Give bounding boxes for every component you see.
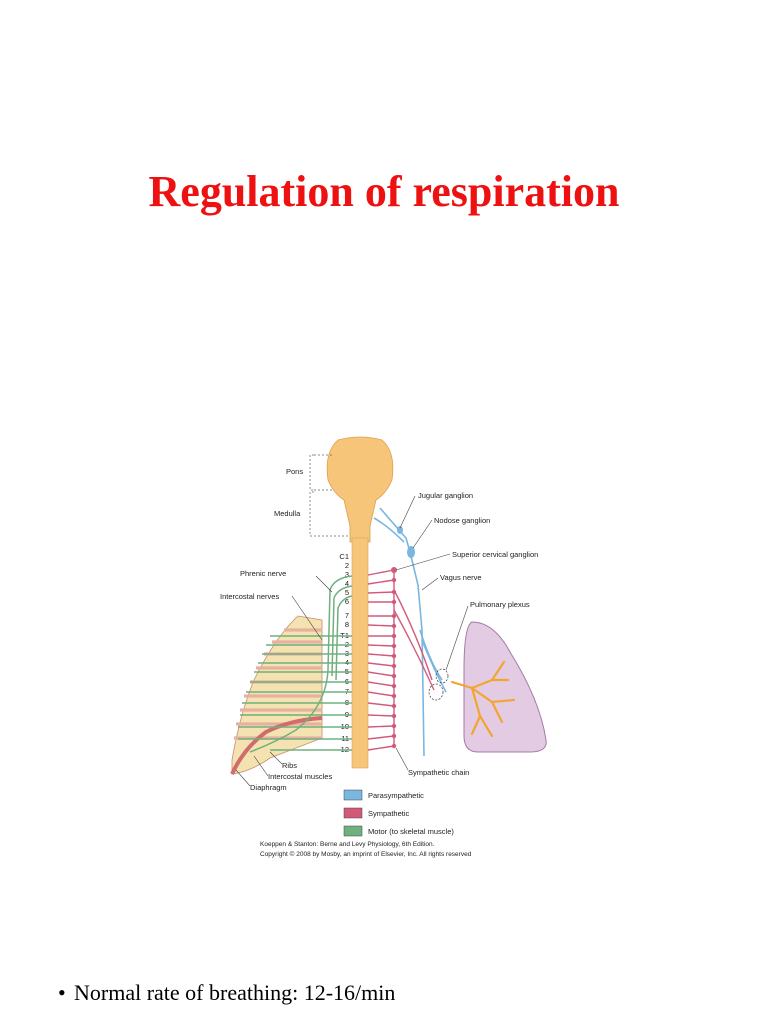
pulmonary-plexus-ring-1 — [435, 668, 449, 684]
slide-title: Regulation of respiration — [148, 167, 620, 216]
segment-label: 2 — [345, 561, 349, 570]
pulmonary-plexus-ring-2 — [428, 683, 444, 701]
bullet-marker: • — [58, 980, 66, 1005]
nodose-ganglion-label: Nodose ganglion — [434, 516, 490, 525]
legend-swatch-parasympathetic — [343, 789, 363, 801]
vagus-nerve-label: Vagus nerve — [440, 573, 482, 582]
nodose-ganglion — [407, 546, 415, 558]
figure-credit-line2: Copyright © 2008 by Mosby, an imprint of… — [260, 850, 472, 858]
intercostal-nerves-label: Intercostal nerves — [220, 592, 279, 601]
legend-label: Parasympathetic — [368, 791, 424, 800]
spinal-cord — [351, 537, 369, 769]
motor-nerves — [238, 575, 353, 753]
diaphragm-label: Diaphragm — [250, 783, 287, 792]
bullet-point: • Normal rate of breathing: 12-16/min — [58, 980, 395, 1006]
medulla-bracket — [309, 491, 314, 537]
segment-label: 6 — [345, 597, 349, 606]
ribs-label: Ribs — [282, 761, 297, 770]
sympathetic-chain-label: Sympathetic chain — [408, 768, 469, 777]
segment-label: C1 — [339, 552, 349, 561]
intercostal-muscles — [234, 628, 322, 740]
legend-swatch-motor — [343, 825, 363, 837]
segment-label: 3 — [345, 570, 349, 579]
lung — [463, 621, 547, 753]
segment-label: 8 — [345, 620, 349, 629]
legend: Parasympathetic Sympathetic Motor (to sk… — [343, 789, 454, 837]
segment-label: 5 — [345, 588, 349, 597]
figure-credit-line1: Koeppen & Stanton: Berne and Levy Physio… — [260, 841, 435, 848]
intercostal-muscles-label: Intercostal muscles — [268, 772, 332, 781]
segment-label: 7 — [345, 611, 349, 620]
jugular-ganglion — [397, 526, 403, 534]
legend-label: Sympathetic — [368, 809, 410, 818]
legend-swatch-sympathetic — [343, 807, 363, 819]
bronchial-tree — [450, 660, 516, 738]
diaphragm — [230, 716, 323, 775]
pons-bracket — [309, 454, 314, 491]
phrenic-nerve-label: Phrenic nerve — [240, 569, 286, 578]
cervical-segments: C1 2 3 4 5 6 7 8 — [339, 552, 349, 629]
superior-cervical-ganglion-label: Superior cervical ganglion — [452, 550, 538, 559]
legend-label: Motor (to skeletal muscle) — [368, 827, 454, 836]
brainstem — [326, 436, 394, 543]
pons-label: Pons — [286, 467, 303, 476]
sympathetic-ganglia — [391, 567, 397, 749]
jugular-ganglion-label: Jugular ganglion — [418, 491, 473, 500]
bullet-text: Normal rate of breathing: 12-16/min — [74, 980, 396, 1005]
segment-label: 4 — [345, 579, 349, 588]
pulmonary-plexus-label: Pulmonary plexus — [470, 600, 530, 609]
medulla-label: Medulla — [274, 509, 301, 518]
diagram-svg: Pons Medulla C1 2 3 4 5 6 7 8 T1 2 3 4 5 — [220, 436, 547, 858]
vagus-nerve — [373, 507, 447, 757]
nervous-control-diagram: Pons Medulla C1 2 3 4 5 6 7 8 T1 2 3 4 5 — [210, 430, 570, 870]
